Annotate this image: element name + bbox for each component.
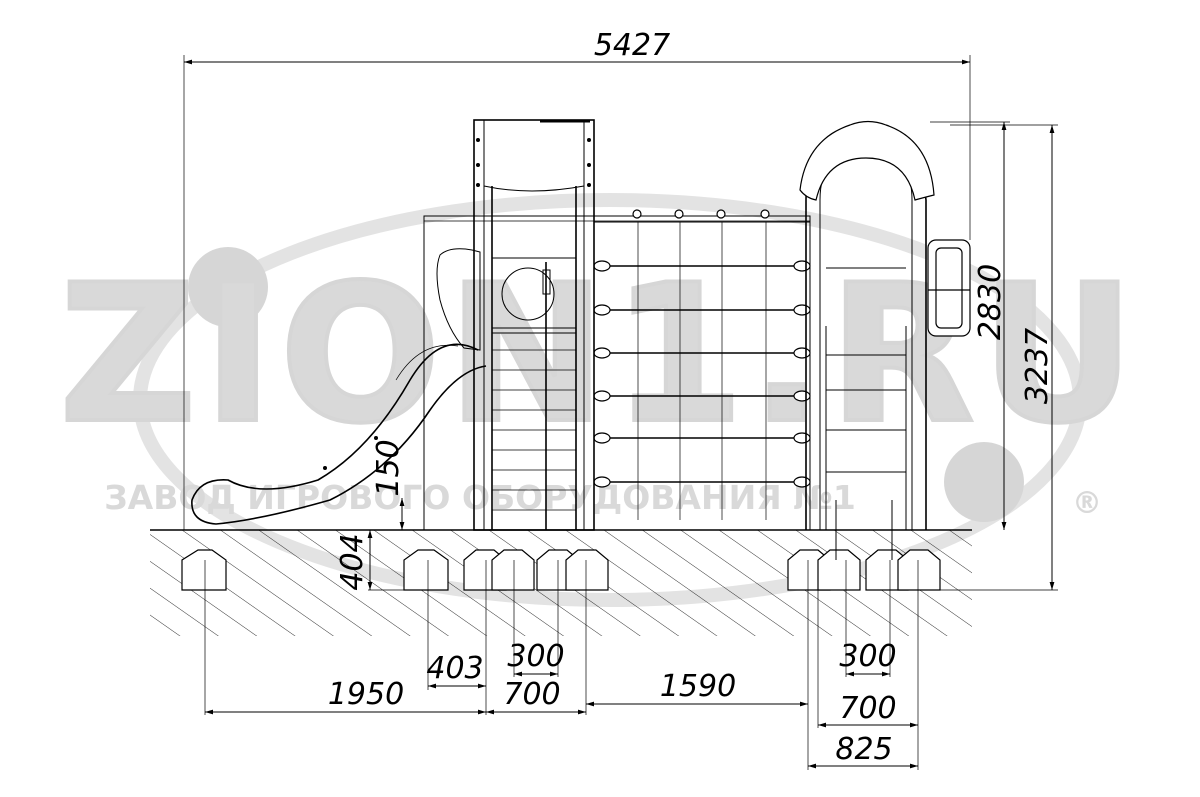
dim-post-offset: 403 <box>426 651 483 686</box>
dim-slide-offset: 1950 <box>328 677 404 712</box>
watermark-dot-left <box>188 247 268 327</box>
dim-tower-left-inner: 300 <box>507 639 564 674</box>
tower-left <box>473 119 595 531</box>
playground-structure <box>191 119 971 560</box>
dim-overall-width: 5427 <box>594 28 670 63</box>
dimension-lines <box>183 55 1058 770</box>
slide <box>191 248 487 525</box>
steering-wheel <box>927 239 971 337</box>
dim-tower-right-footings: 825 <box>835 732 892 767</box>
dim-footing-depth: 404 <box>335 533 370 590</box>
dim-slide-clearance: 150 <box>371 439 406 496</box>
tower-right <box>799 120 971 560</box>
dim-platform-height: 2830 <box>973 264 1008 340</box>
watermark-caption: ЗАВОД ИГРОВОГО ОБОРУДОВАНИЯ №1 <box>104 478 856 517</box>
dim-tower-right-inner: 300 <box>839 639 896 674</box>
dim-total-height: 3237 <box>1020 328 1055 404</box>
watermark-registered: ® <box>1072 486 1102 521</box>
dimension-labels: 5427 2830 3237 150 404 1950 403 300 700 … <box>328 28 1055 767</box>
footings <box>181 549 941 591</box>
dim-tower-left-outer: 700 <box>503 677 560 712</box>
dim-tower-right-outer: 700 <box>839 691 896 726</box>
dim-span-between: 1590 <box>660 669 736 704</box>
